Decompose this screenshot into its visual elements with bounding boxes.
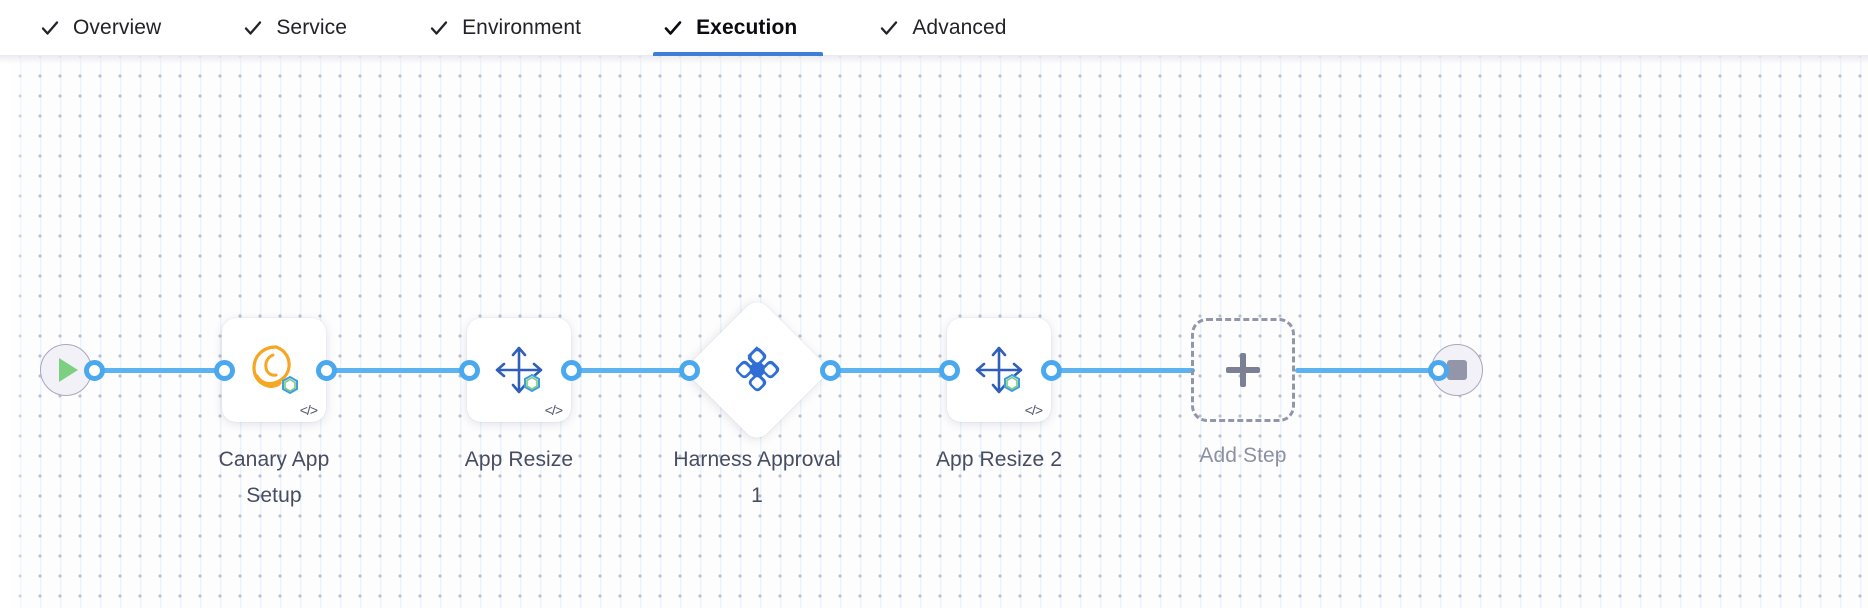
canary-bird-icon xyxy=(222,341,326,399)
add-step-label: Add Step xyxy=(1199,444,1287,467)
port-appresize2-in[interactable] xyxy=(939,360,960,381)
tab-label: Service xyxy=(276,15,348,39)
port-start-out[interactable] xyxy=(84,360,105,381)
tab-label: Overview xyxy=(73,15,162,39)
tab-advanced[interactable]: Advanced xyxy=(869,0,1032,56)
port-appresize2-out[interactable] xyxy=(1041,360,1062,381)
tab-environment[interactable]: Environment xyxy=(419,0,607,56)
port-canary-in[interactable] xyxy=(214,360,235,381)
resize-arrows-icon xyxy=(947,341,1051,399)
port-approval-in[interactable] xyxy=(679,360,700,381)
port-approval-out[interactable] xyxy=(820,360,841,381)
connector-canary-to-appresize xyxy=(332,368,462,373)
tab-label: Advanced xyxy=(912,15,1007,39)
connector-start-to-canary xyxy=(100,368,224,373)
tab-overview[interactable]: Overview xyxy=(30,0,187,56)
wizard-tab-bar: Overview Service Environment Execution A… xyxy=(0,0,1868,56)
pipeline-canvas[interactable]: </> Canary App Setup xyxy=(0,56,1868,608)
check-icon xyxy=(879,18,899,38)
tab-execution[interactable]: Execution xyxy=(653,0,824,56)
tab-label: Execution xyxy=(696,15,798,39)
connector-appresize2-to-addstep xyxy=(1057,368,1195,373)
step-label-harness-approval: Harness Approval 1 xyxy=(673,448,841,507)
port-end-in[interactable] xyxy=(1428,360,1449,381)
check-icon xyxy=(243,18,263,38)
check-icon xyxy=(429,18,449,38)
step-node-harness-approval[interactable] xyxy=(683,296,831,444)
connector-appresize-to-approval xyxy=(577,368,705,373)
step-node-app-resize-2[interactable]: </> xyxy=(947,318,1051,422)
step-label-app-resize-2: App Resize 2 xyxy=(935,448,1063,471)
step-label-canary-app-setup: Canary App Setup xyxy=(218,448,330,507)
stop-icon xyxy=(1447,360,1467,380)
add-step-button[interactable] xyxy=(1191,318,1295,422)
start-node[interactable] xyxy=(40,344,92,396)
step-label-app-resize: App Resize xyxy=(464,448,574,471)
code-brackets-icon: </> xyxy=(299,402,318,418)
tab-label: Environment xyxy=(462,15,582,39)
code-brackets-icon: </> xyxy=(1024,402,1043,418)
code-brackets-icon: </> xyxy=(544,402,563,418)
play-icon xyxy=(59,358,78,382)
step-node-app-resize[interactable]: </> xyxy=(467,318,571,422)
check-icon xyxy=(40,18,60,38)
resize-arrows-icon xyxy=(467,341,571,399)
check-icon xyxy=(663,18,683,38)
step-node-canary-app-setup[interactable]: </> xyxy=(222,318,326,422)
tab-service[interactable]: Service xyxy=(233,0,373,56)
connector-approval-to-appresize2 xyxy=(836,368,946,373)
connector-addstep-to-end xyxy=(1295,368,1436,373)
port-appresize-out[interactable] xyxy=(561,360,582,381)
port-canary-out[interactable] xyxy=(316,360,337,381)
port-appresize-in[interactable] xyxy=(459,360,480,381)
plus-icon xyxy=(1226,353,1260,387)
